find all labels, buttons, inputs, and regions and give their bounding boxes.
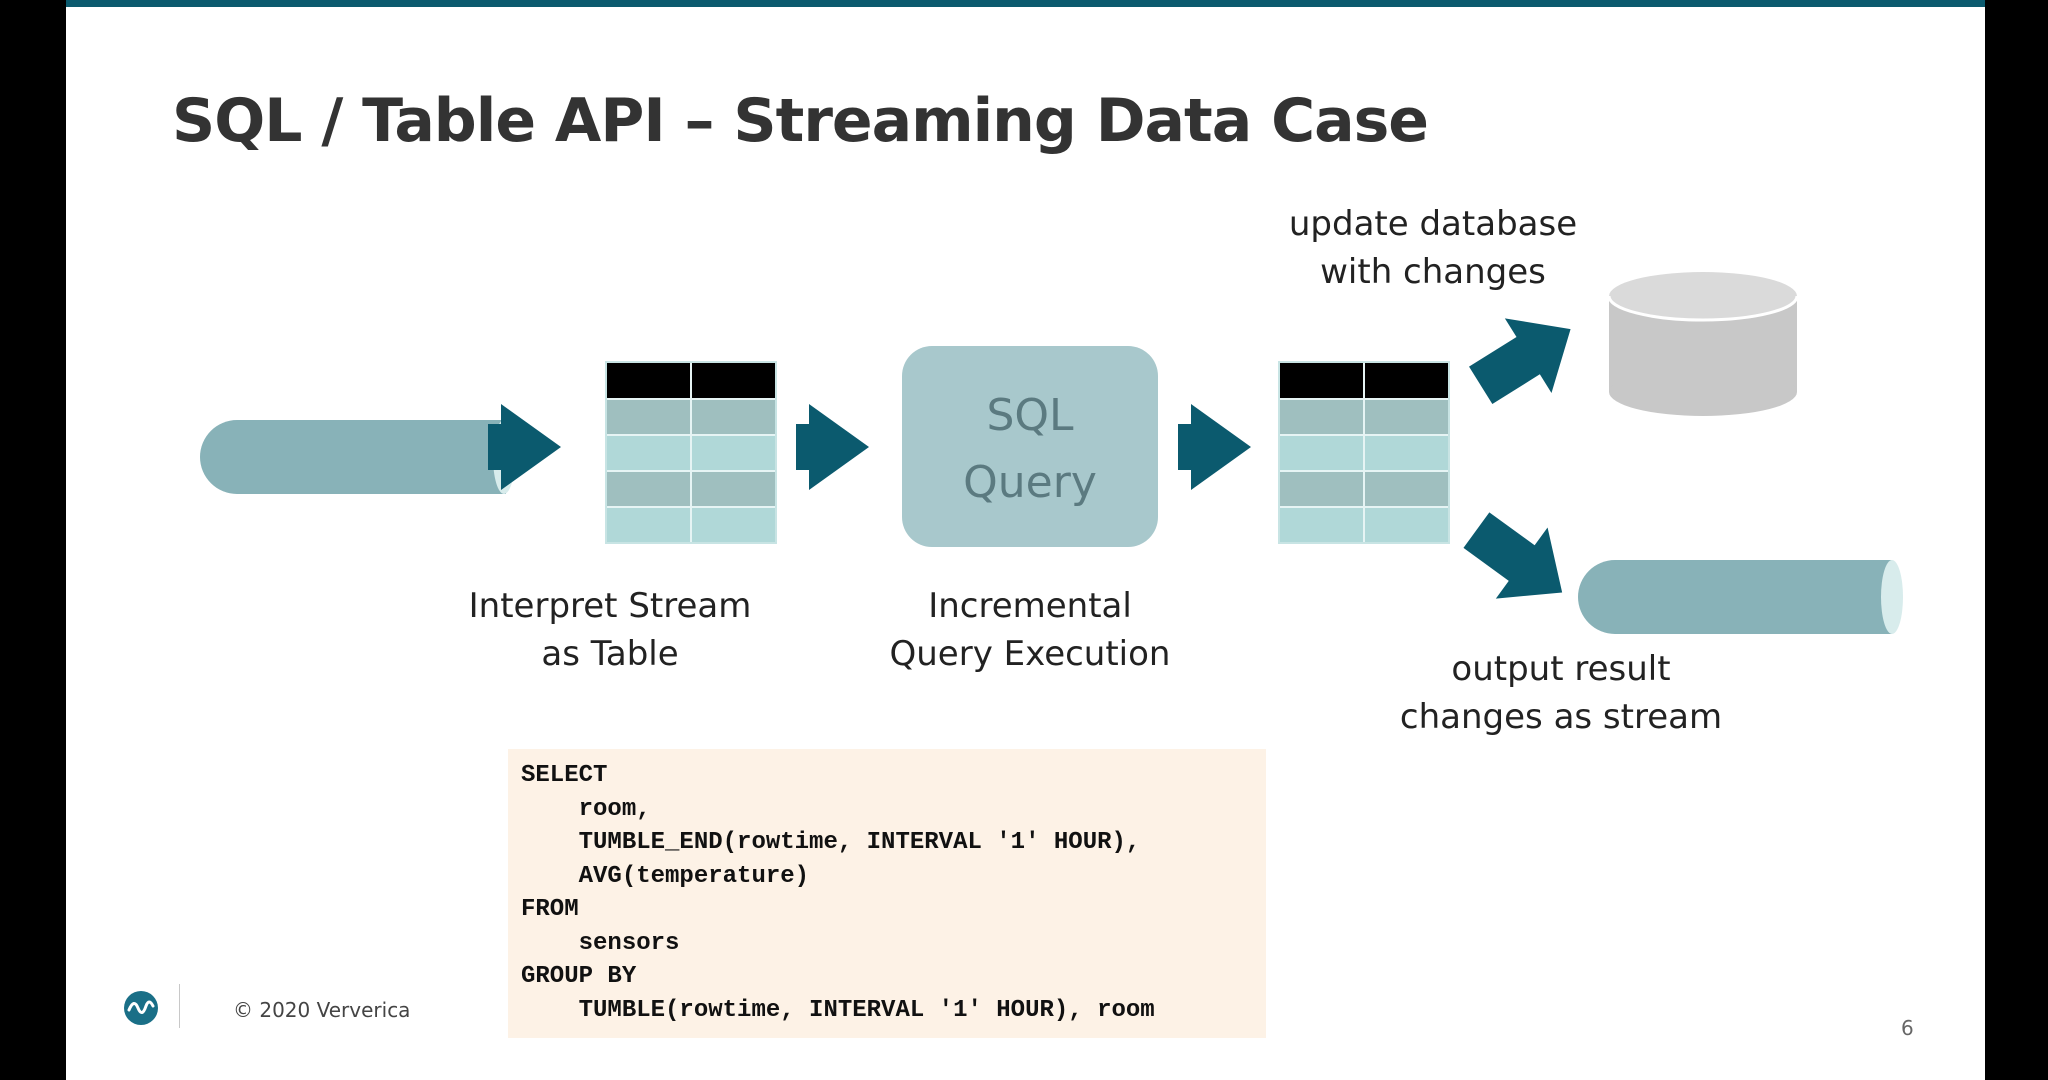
- code-line: SELECT: [521, 762, 608, 789]
- code-line: AVG(temperature): [521, 862, 810, 890]
- arrow-to-database: [1469, 318, 1571, 404]
- arrow-to-output-stream: [1463, 512, 1563, 599]
- label-incremental-query: Incremental Query Execution: [889, 586, 1171, 674]
- streaming-diagram: SQL Query: [200, 272, 1903, 634]
- ververica-logo-icon: [124, 991, 158, 1025]
- code-line: FROM: [521, 896, 579, 923]
- code-line: TUMBLE_END(rowtime, INTERVAL '1' HOUR),: [521, 829, 1141, 856]
- page-number: 6: [1901, 1016, 1914, 1040]
- code-line: TUMBLE(rowtime, INTERVAL '1' HOUR), room: [521, 996, 1155, 1024]
- output-stream-pipe: [1578, 560, 1903, 634]
- code-line: GROUP BY: [521, 963, 637, 990]
- input-stream-pipe: [200, 420, 515, 494]
- top-accent-bar: [66, 0, 1985, 7]
- code-line: room,: [521, 795, 651, 823]
- label-output-result: output result changes as stream: [1399, 649, 1723, 737]
- sql-code: SELECT room, TUMBLE_END(rowtime, INTERVA…: [508, 749, 1266, 1027]
- code-line: sensors: [521, 929, 680, 957]
- result-table: [1278, 361, 1450, 544]
- label-interpret-stream: Interpret Stream as Table: [468, 586, 752, 674]
- query-box-line1: SQL: [986, 390, 1074, 441]
- footer-copyright: © 2020 Ververica: [233, 998, 411, 1022]
- sql-code-box: SELECT room, TUMBLE_END(rowtime, INTERVA…: [508, 749, 1266, 1038]
- footer-divider: [179, 984, 180, 1028]
- slide-title: SQL / Table API – Streaming Data Case: [171, 86, 1429, 156]
- input-table: [605, 361, 777, 544]
- arrow-query-to-table: [1178, 404, 1251, 490]
- sql-query-box: SQL Query: [902, 346, 1158, 547]
- arrow-table-to-query: [796, 404, 869, 490]
- slide: SQL / Table API – Streaming Data Case: [66, 0, 1985, 1080]
- database-icon: [1607, 272, 1799, 416]
- query-box-line2: Query: [963, 457, 1097, 508]
- arrow-stream-to-table: [488, 404, 561, 490]
- label-update-database: update database with changes: [1288, 204, 1578, 292]
